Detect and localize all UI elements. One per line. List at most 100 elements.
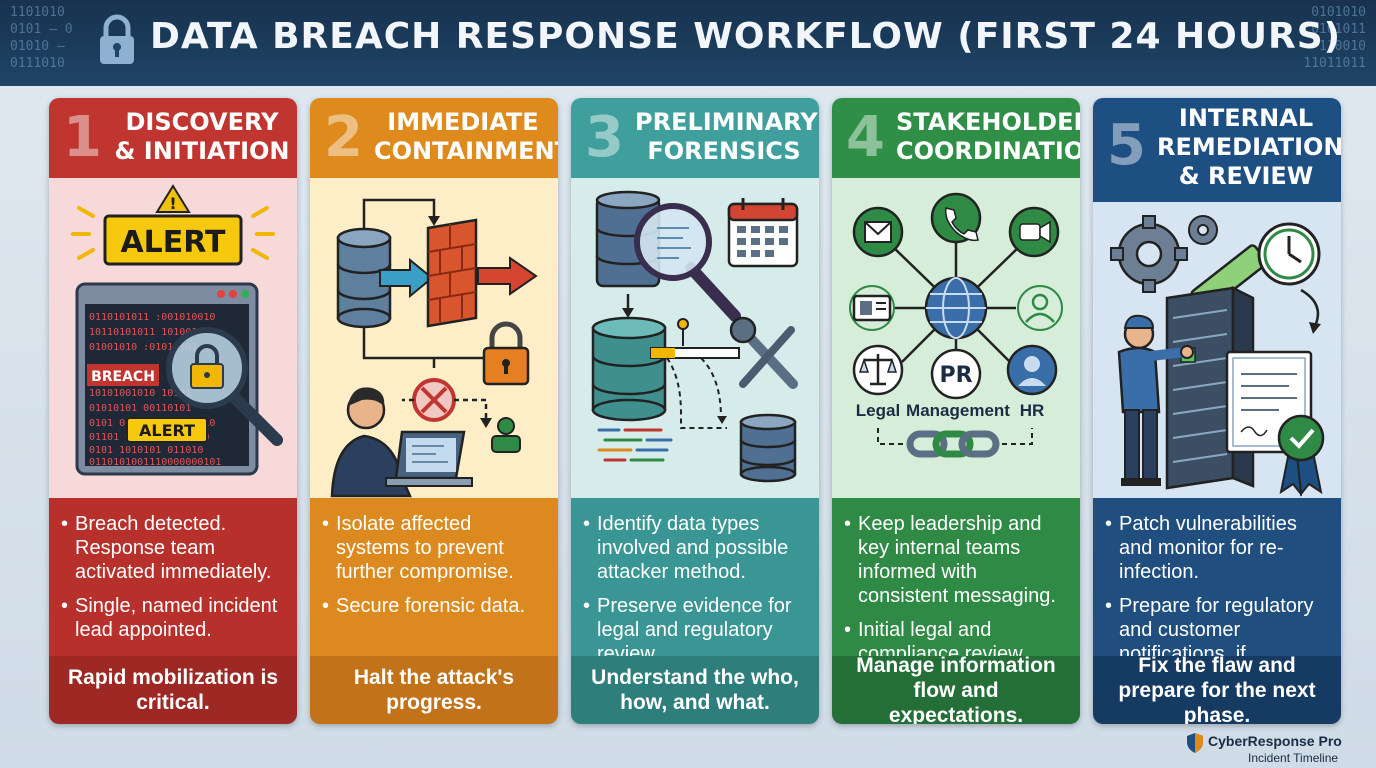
step-bullet: Secure forensic data.: [322, 594, 548, 618]
binary-decoration-left: 1101010 0101 – 0 01010 – 0111010: [10, 5, 73, 71]
approval-seal-icon: [1277, 414, 1325, 497]
svg-text:0110101001110000000101: 0110101001110000000101: [89, 457, 221, 468]
hr-label: HR: [1020, 401, 1045, 420]
step-bullet: Keep leadership and key internal teams i…: [844, 512, 1070, 608]
padlock-icon: [482, 321, 530, 386]
padlock-icon: [100, 14, 134, 64]
brand-footer: CyberResponse Pro Incident Timeline: [1186, 732, 1366, 766]
legal-scales-icon: [852, 344, 904, 396]
step-number: 2: [324, 105, 363, 170]
tools-icon: [729, 316, 798, 389]
step-number: 5: [1107, 113, 1146, 178]
gear-icon: [1110, 215, 1188, 293]
gear-icon: [1188, 215, 1218, 245]
chain-link-icon: [906, 430, 1000, 458]
step-bullet: Patch vulnerabilities and monitor for re…: [1105, 512, 1331, 584]
step-summary-text: Understand the who, how, and what.: [591, 666, 799, 714]
step-number: 1: [63, 105, 102, 170]
step-title: DISCOVERY & INITIATION: [114, 108, 290, 165]
magnifier-icon: [634, 203, 741, 322]
step-card-forensics: 3 PRELIMINARY FORENSICS: [571, 98, 819, 724]
remediation-illustration: [1110, 215, 1325, 497]
breach-alert-illustration: ! ALERT 0110101011 :001010010 1011010101…: [71, 184, 283, 476]
svg-text:BREACH: BREACH: [91, 369, 155, 385]
alert-banner: [103, 214, 243, 266]
step-header: 2 IMMEDIATE CONTAINMENT: [310, 98, 558, 178]
step-number: 4: [846, 105, 885, 170]
page-title: DATA BREACH RESPONSE WORKFLOW (FIRST 24 …: [150, 16, 1342, 57]
phone-icon: [930, 192, 982, 244]
step-details: Keep leadership and key internal teams i…: [832, 498, 1080, 665]
svg-text:ALERT: ALERT: [139, 421, 195, 440]
step-card-coordination: 4 STAKEHOLDER COORDINATION: [832, 98, 1080, 724]
step-summary: Understand the who, how, and what.: [571, 656, 819, 724]
forensics-illustration: [591, 190, 799, 483]
svg-text:PR: PR: [939, 363, 972, 388]
step-summary: Fix the flaw and prepare for the next ph…: [1093, 653, 1341, 725]
step-details: Identify data types involved and possibl…: [571, 498, 819, 665]
step-summary-text: Halt the attack's progress.: [353, 666, 515, 714]
email-icon: [852, 206, 904, 258]
svg-text:01010101 00110101: 01010101 00110101: [89, 403, 191, 414]
alert-tag: [126, 417, 208, 443]
step-header: 5 INTERNAL REMEDIATION & REVIEW: [1093, 98, 1341, 202]
globe-icon: [924, 276, 988, 340]
arrow-right-icon: [477, 256, 538, 296]
analyst-at-laptop-icon: [330, 387, 473, 498]
hr-person-icon: [1006, 344, 1058, 396]
user-icon: [491, 417, 521, 453]
svg-text:!: !: [169, 194, 176, 213]
svg-text:0110101011 :001010010: 0110101011 :001010010: [89, 312, 215, 323]
alert-burst-icon: [71, 206, 275, 260]
step-details: Breach detected. Response team activated…: [49, 498, 297, 656]
calendar-icon: [727, 198, 799, 268]
step-summary: Halt the attack's progress.: [310, 656, 558, 724]
brand-subtitle: Incident Timeline: [1248, 751, 1339, 765]
containment-illustration: [330, 198, 538, 498]
person-icon: [1017, 285, 1063, 331]
management-label: Management: [906, 401, 1010, 420]
stakeholder-network-illustration: PR Legal Management HR: [849, 192, 1063, 458]
brand-name: CyberResponse Pro: [1208, 733, 1342, 749]
step-title: STAKEHOLDER COORDINATION: [896, 108, 1080, 165]
step-header: 1 DISCOVERY & INITIATION: [49, 98, 297, 178]
breach-tag: [87, 364, 159, 386]
binary-decoration-right: 0101010 0101011 – 110010 11011011: [1303, 5, 1366, 71]
svg-text:10101001010 10101: 10101001010 10101: [89, 388, 191, 399]
step-summary: Manage information flow and expectations…: [832, 653, 1080, 725]
legal-label: Legal: [856, 401, 900, 420]
step-details: Patch vulnerabilities and monitor for re…: [1093, 498, 1341, 689]
video-call-icon: [1008, 206, 1060, 258]
svg-text:01001010 :01010101: 01001010 :01010101: [89, 342, 197, 353]
step-summary-text: Rapid mobilization is critical.: [67, 666, 278, 714]
blocked-icon: [412, 378, 456, 422]
step-card-containment: 2 IMMEDIATE CONTAINMENT: [310, 98, 558, 724]
magnifier-lock-icon: [166, 327, 283, 446]
step-summary-text: Manage information flow and expectations…: [856, 653, 1056, 725]
code-snippet: [597, 428, 673, 462]
pr-badge-icon: PR: [930, 348, 982, 400]
clock-icon: [1257, 222, 1321, 286]
step-card-remediation: 5 INTERNAL REMEDIATION & REVIEW: [1093, 98, 1341, 724]
svg-text:0101 1010101 011010: 0101 1010101 011010: [89, 445, 203, 456]
step-header: 4 STAKEHOLDER COORDINATION: [832, 98, 1080, 178]
step-number: 3: [585, 105, 624, 170]
arrow-right-icon: [379, 257, 434, 299]
step-bullet: Breach detected. Response team activated…: [61, 512, 287, 584]
database-icon: [739, 413, 797, 483]
step-details: Isolate affected systems to prevent furt…: [310, 498, 558, 656]
step-summary-text: Fix the flaw and prepare for the next ph…: [1118, 653, 1316, 725]
database-icon: [591, 316, 667, 422]
warning-triangle-icon: [155, 184, 191, 213]
step-title: INTERNAL REMEDIATION & REVIEW: [1157, 104, 1341, 190]
step-summary: Rapid mobilization is critical.: [49, 656, 297, 724]
firewall-icon: [426, 218, 478, 328]
step-card-discovery: 1 DISCOVERY & INITIATION ! ALERT 0110101…: [49, 98, 297, 724]
technician-icon: [1117, 314, 1194, 486]
alert-banner-text: ALERT: [120, 225, 226, 260]
step-bullet: Single, named incident lead appointed.: [61, 594, 287, 642]
step-title: PRELIMINARY FORENSICS: [635, 108, 818, 165]
evidence-bar: [650, 318, 740, 359]
shield-logo-icon: [1187, 733, 1203, 753]
header-bar: 1101010 0101 – 0 01010 – 0111010 0101010…: [0, 0, 1376, 86]
